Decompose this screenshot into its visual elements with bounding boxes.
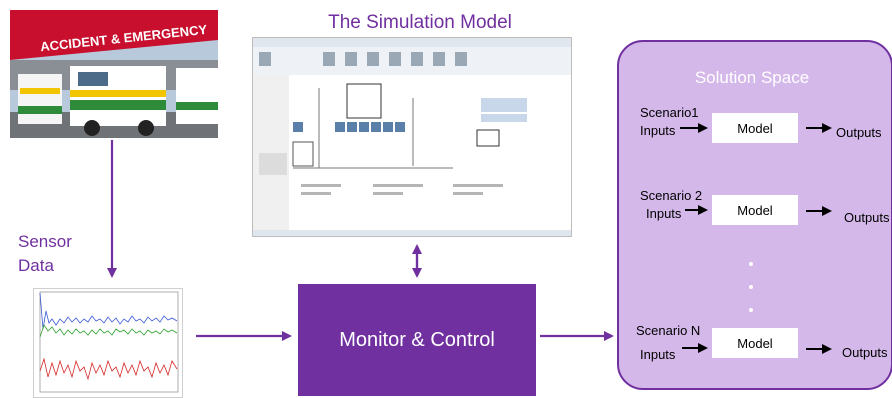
scenario-n-label: Scenario N Inputs	[636, 322, 700, 364]
scenario-2-name: Scenario 2	[640, 188, 703, 203]
simulation-software-screenshot	[252, 37, 572, 237]
solution-space-title: Solution Space	[694, 68, 810, 87]
sensor-data-label: Sensor Data	[18, 230, 72, 278]
sensor-label-line1: Sensor	[18, 232, 72, 251]
ellipsis-dot-3	[749, 308, 753, 312]
ellipsis-dot-1	[749, 262, 753, 266]
ellipsis-dot-2	[749, 285, 753, 289]
scenario-n-model-label: Model	[737, 335, 773, 351]
simulation-model-title: The Simulation Model	[328, 12, 512, 33]
scenario-n-outputs: Outputs	[842, 345, 888, 360]
scenario-n-model-box: Model	[712, 328, 798, 358]
scenario-2-outputs: Outputs	[844, 210, 890, 225]
scenario-2-inputs: Inputs	[646, 206, 682, 221]
emergency-department-photo: ACCIDENT & EMERGENCY	[10, 10, 218, 138]
scenario-2-model-box: Model	[712, 195, 798, 225]
sensor-data-plot	[33, 288, 183, 398]
scenario-1-outputs: Outputs	[836, 125, 882, 140]
scenario-1-model-box: Model	[712, 113, 798, 143]
scenario-1-label: Scenario1 Inputs	[640, 104, 699, 140]
scenario-1-model-label: Model	[737, 120, 773, 136]
scenario-1-name: Scenario1	[640, 105, 699, 120]
sensor-label-line2: Data	[18, 256, 54, 275]
scenario-n-name: Scenario N	[636, 323, 701, 338]
scenario-2-label: Scenario 2 Inputs	[640, 187, 702, 223]
scenario-n-inputs: Inputs	[640, 347, 676, 362]
scenario-2-model-label: Model	[737, 202, 773, 218]
monitor-control-label: Monitor & Control	[339, 328, 495, 351]
monitor-control-box: Monitor & Control	[298, 284, 536, 396]
scenario-1-inputs: Inputs	[640, 123, 676, 138]
